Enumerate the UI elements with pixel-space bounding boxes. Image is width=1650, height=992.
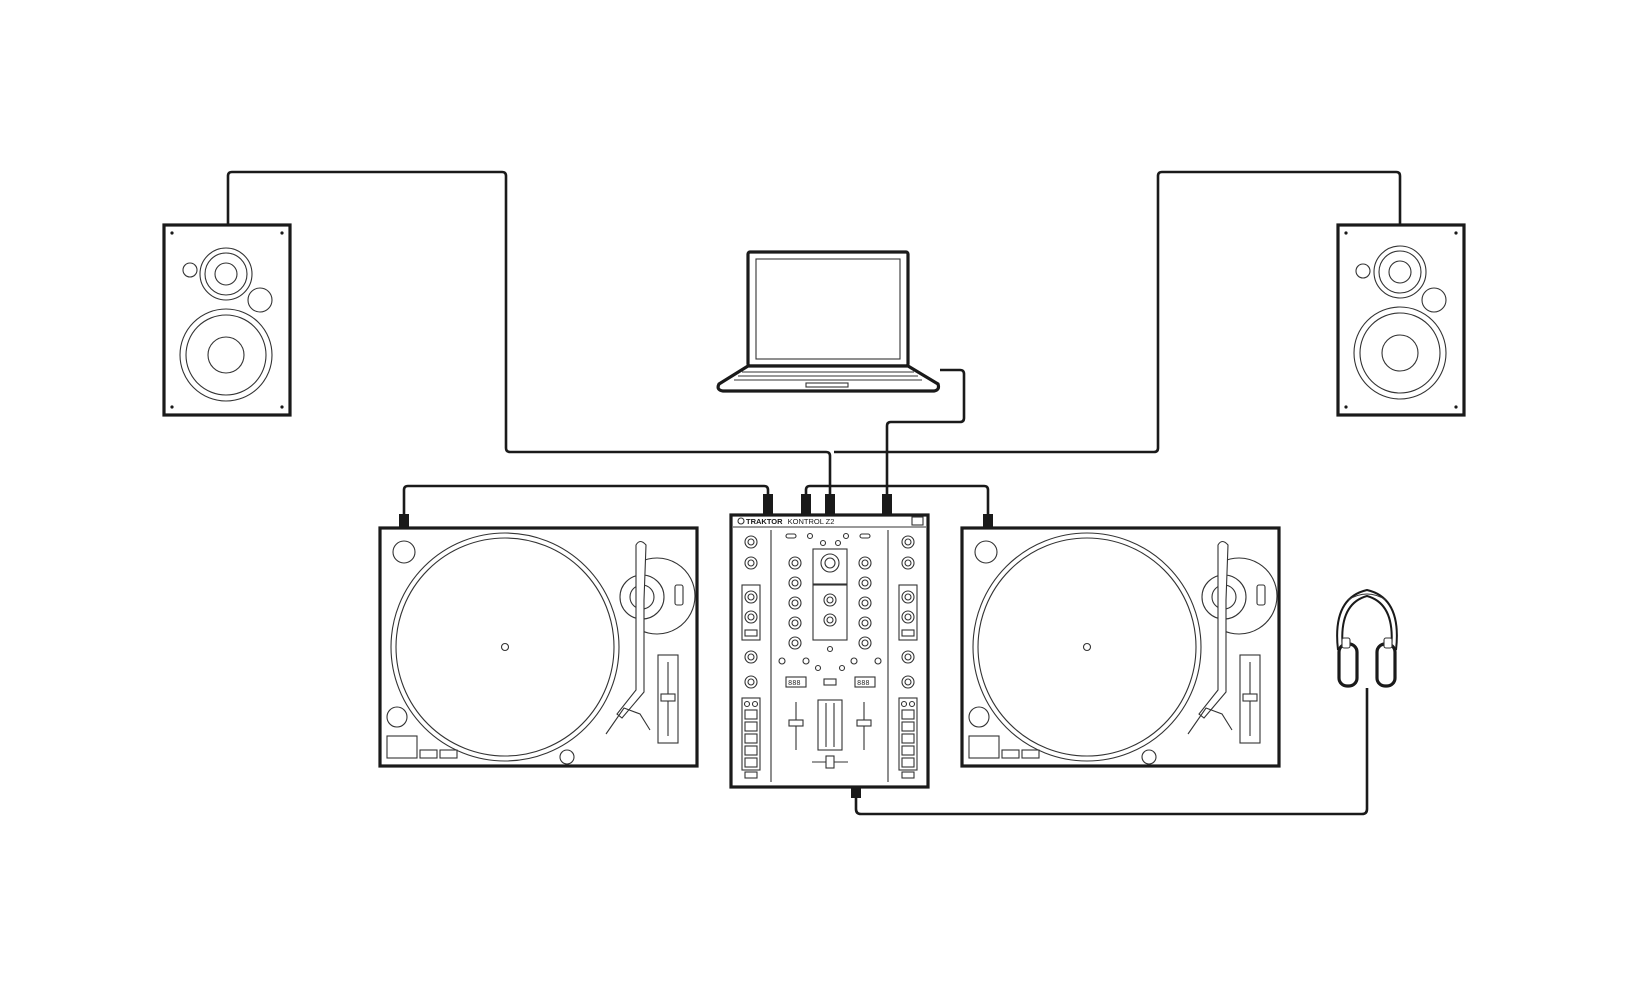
turntable-right-icon — [960, 526, 1281, 768]
cable-speaker-right — [834, 170, 1402, 454]
jack-turntable-left — [399, 514, 409, 528]
jack-input-a — [763, 494, 773, 516]
jack-turntable-right — [983, 514, 993, 528]
headphones-icon — [1336, 588, 1398, 688]
jack-usb — [882, 494, 892, 516]
mixer-brand-label: TRAKTOR KONTROL Z2 — [746, 517, 834, 526]
cable-headphones — [854, 688, 1369, 816]
speaker-right-icon — [1336, 223, 1466, 417]
mixer-icon: TRAKTOR KONTROL Z2 — [729, 513, 930, 789]
display-left: 888 — [788, 679, 801, 687]
jack-master — [825, 494, 835, 516]
cable-laptop-usb — [885, 368, 966, 498]
jack-phones — [851, 782, 861, 798]
turntable-left-icon — [378, 526, 699, 768]
cable-turntable-left — [402, 484, 770, 526]
cable-speaker-left — [226, 170, 832, 498]
speaker-left-icon — [162, 223, 292, 417]
cable-turntable-right — [804, 484, 990, 526]
cables — [226, 170, 1402, 816]
display-right: 888 — [857, 679, 870, 687]
jack-input-b — [801, 494, 811, 516]
laptop-icon — [716, 250, 941, 393]
